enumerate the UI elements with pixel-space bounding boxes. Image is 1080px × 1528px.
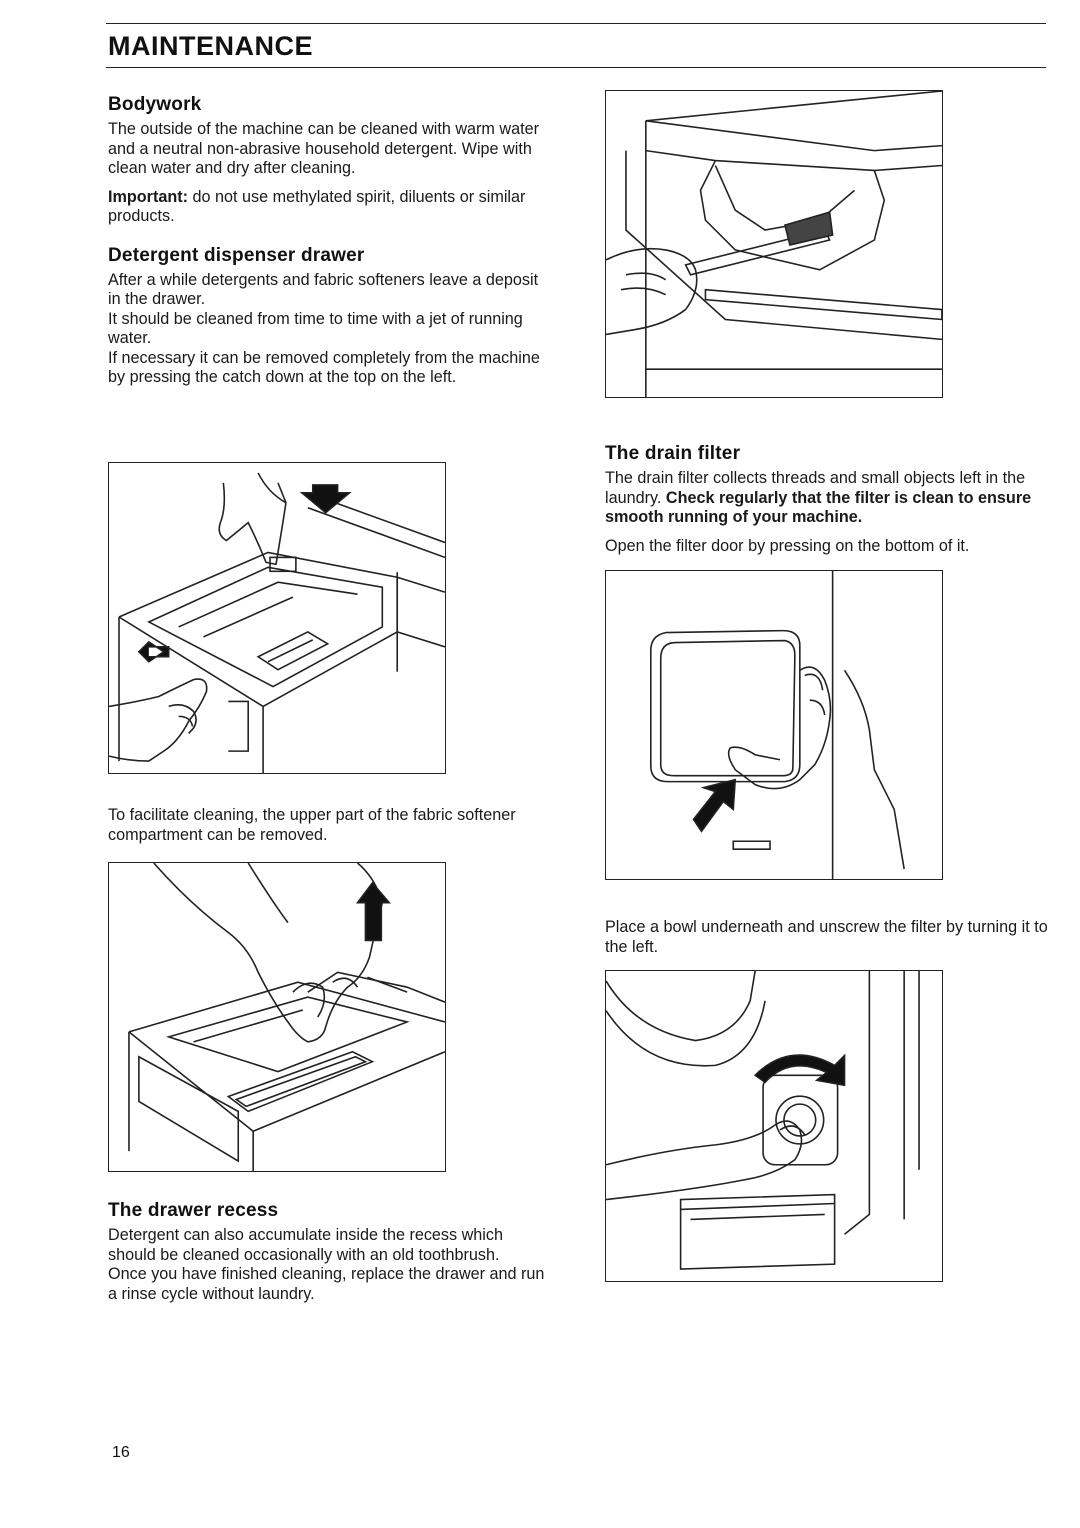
softener-compartment-illustration xyxy=(108,862,446,1172)
drain-filter-text: The drain filter collects threads and sm… xyxy=(605,469,1051,528)
drain-filter-section: The drain filter The drain filter collec… xyxy=(605,443,1051,556)
bodywork-heading: Bodywork xyxy=(108,94,202,115)
header-rule-bottom xyxy=(106,67,1046,68)
important-label: Important: xyxy=(108,187,189,206)
recess-text-2: Once you have finished cleaning, replace… xyxy=(108,1265,545,1303)
bodywork-text: The outside of the machine can be cleane… xyxy=(108,120,540,177)
dispenser-heading: Detergent dispenser drawer xyxy=(108,244,365,266)
drain-filter-text-bold: Check regularly that the filter is clean… xyxy=(605,488,1032,527)
header-rule-top xyxy=(106,23,1046,24)
drain-filter-text-plain: The drain filter collects threads and sm… xyxy=(605,469,1026,507)
recess-section: The drawer recess Detergent can also acc… xyxy=(108,1200,552,1304)
softener-text: To facilitate cleaning, the upper part o… xyxy=(108,806,516,844)
unscrew-filter-illustration xyxy=(605,970,943,1282)
filter-door-illustration xyxy=(605,570,943,880)
recess-text-1: Detergent can also accumulate inside the… xyxy=(108,1226,504,1264)
page-number: 16 xyxy=(112,1444,130,1461)
important-text: do not use methylated spirit, diluents o… xyxy=(108,187,526,226)
recess-heading: The drawer recess xyxy=(108,1200,279,1221)
recess-toothbrush-illustration xyxy=(605,90,943,398)
unscrew-text: Place a bowl underneath and unscrew the … xyxy=(605,918,1048,956)
drawer-removal-illustration xyxy=(108,462,446,774)
page-title: MAINTENANCE xyxy=(108,31,313,61)
dispenser-text-3: If necessary it can be removed completel… xyxy=(108,348,540,387)
dispenser-text-2: It should be cleaned from time to time w… xyxy=(108,309,523,348)
left-column-top: Bodywork The outside of the machine can … xyxy=(108,94,552,388)
dispenser-text-1: After a while detergents and fabric soft… xyxy=(108,270,539,309)
bodywork-important: Important: do not use methylated spirit,… xyxy=(108,188,552,227)
filter-door-text: Open the filter door by pressing on the … xyxy=(605,536,970,555)
drain-filter-heading: The drain filter xyxy=(605,443,741,464)
